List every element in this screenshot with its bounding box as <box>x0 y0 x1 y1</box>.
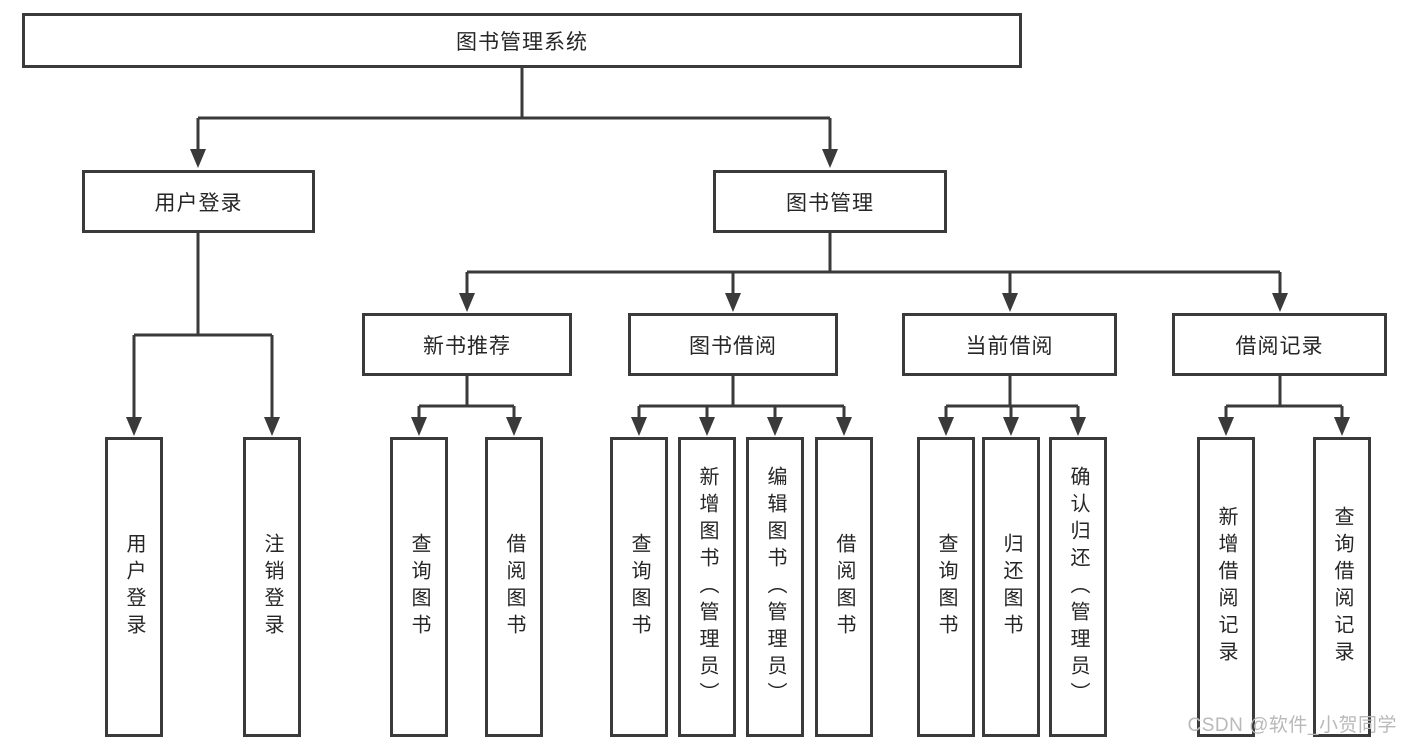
arrowhead <box>264 417 280 436</box>
node-query-books-2: 查询图书 <box>610 437 668 737</box>
node-add-borrow-record: 新增借阅记录 <box>1197 437 1255 737</box>
arrowhead <box>411 417 427 436</box>
arrowhead <box>822 149 838 168</box>
arrowhead <box>938 417 954 436</box>
node-edit-book-admin: 编辑图书（管理员） <box>746 437 804 737</box>
node-current-borrow: 当前借阅 <box>902 313 1117 376</box>
connectors-user-login <box>126 233 280 436</box>
arrowhead <box>836 417 852 436</box>
node-confirm-return-admin: 确认归还（管理员） <box>1049 437 1107 737</box>
arrowhead <box>1070 417 1086 436</box>
arrowhead <box>699 417 715 436</box>
node-borrow-records: 借阅记录 <box>1172 313 1387 376</box>
node-query-borrow-record: 查询借阅记录 <box>1313 437 1371 737</box>
csdn-watermark: CSDN @软件_小贺同学 <box>1187 715 1397 736</box>
node-user-login: 用户登录 <box>82 170 315 233</box>
connectors-borrow-records <box>1218 376 1350 436</box>
arrowhead <box>126 417 142 436</box>
arrowhead <box>1334 417 1350 436</box>
arrowhead <box>631 417 647 436</box>
node-user-login-leaf: 用户登录 <box>105 437 163 737</box>
node-borrow-books-2: 借阅图书 <box>815 437 873 737</box>
node-new-book-recommend: 新书推荐 <box>362 313 572 376</box>
node-add-book-admin: 新增图书（管理员） <box>678 437 736 737</box>
connectors-root <box>190 68 838 168</box>
arrowhead <box>1003 417 1019 436</box>
connectors-current-borrow <box>938 376 1086 436</box>
node-query-books-3: 查询图书 <box>917 437 975 737</box>
node-query-books-1: 查询图书 <box>390 437 448 737</box>
connectors-book-management <box>459 233 1288 312</box>
connectors-book-borrow <box>631 376 852 436</box>
arrowhead <box>1002 293 1018 312</box>
node-root: 图书管理系统 <box>22 13 1022 68</box>
arrowhead <box>725 293 741 312</box>
arrowhead <box>1272 293 1288 312</box>
arrowhead <box>767 417 783 436</box>
node-logout-leaf: 注销登录 <box>243 437 301 737</box>
node-return-book: 归还图书 <box>982 437 1040 737</box>
arrowhead <box>459 293 475 312</box>
arrowhead <box>506 417 522 436</box>
node-borrow-books-1: 借阅图书 <box>485 437 543 737</box>
connectors-new-book-recommend <box>411 376 522 436</box>
arrowhead <box>1218 417 1234 436</box>
node-book-management: 图书管理 <box>713 170 947 233</box>
arrowhead <box>190 149 206 168</box>
node-book-borrow: 图书借阅 <box>628 313 838 376</box>
